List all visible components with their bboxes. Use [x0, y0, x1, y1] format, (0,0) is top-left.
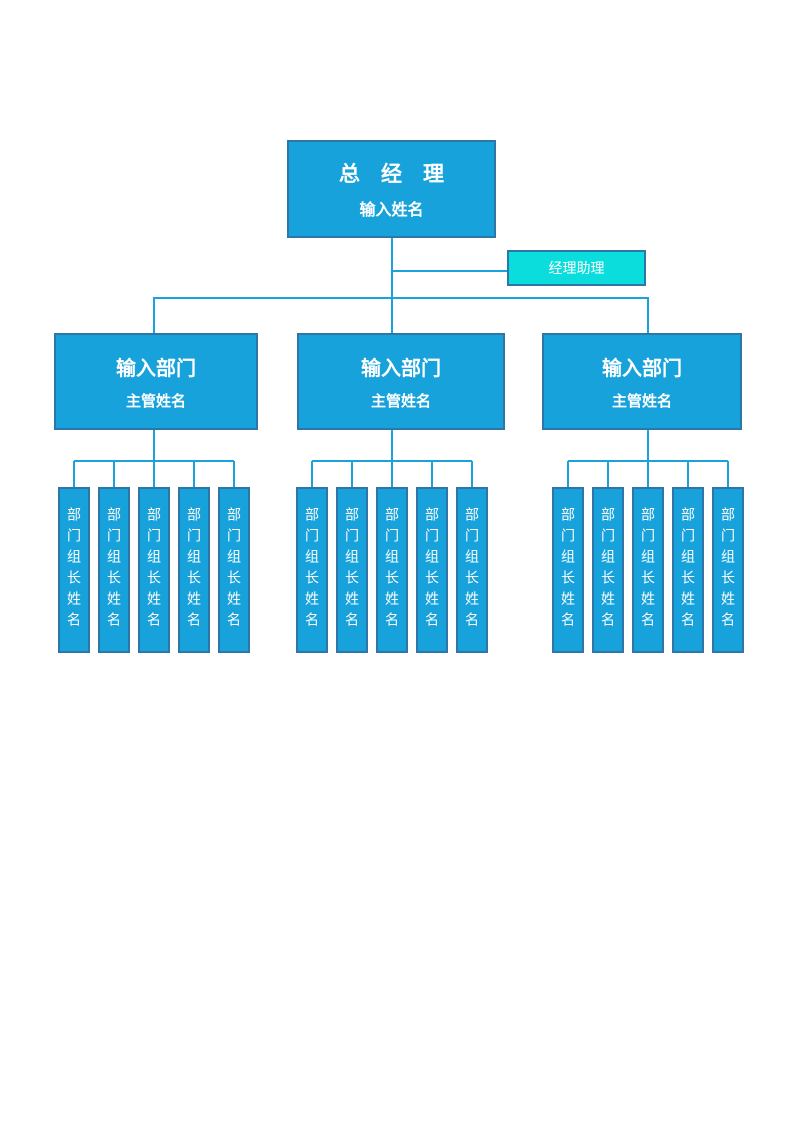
leader-label: 部门组长姓名	[384, 507, 400, 633]
leader-label: 部门组长姓名	[106, 507, 122, 633]
group2-leader-box-4[interactable]: 部门组长姓名	[416, 487, 448, 653]
group2-leader-box-5[interactable]: 部门组长姓名	[456, 487, 488, 653]
department-title: 输入部门	[361, 358, 441, 380]
group1-leader-box-1[interactable]: 部门组长姓名	[58, 487, 90, 653]
leader-label: 部门组长姓名	[464, 507, 480, 633]
department-manager-placeholder: 主管姓名	[125, 393, 186, 410]
department-manager-placeholder: 主管姓名	[611, 393, 672, 410]
general-manager-box[interactable]: 总 经 理 输入姓名	[287, 140, 496, 238]
group1-leader-box-5[interactable]: 部门组长姓名	[218, 487, 250, 653]
group2-leader-box-2[interactable]: 部门组长姓名	[336, 487, 368, 653]
leader-label: 部门组长姓名	[640, 507, 656, 633]
leader-label: 部门组长姓名	[680, 507, 696, 633]
group2-leader-box-3[interactable]: 部门组长姓名	[376, 487, 408, 653]
department-title: 输入部门	[116, 358, 196, 380]
department-box-2[interactable]: 输入部门 主管姓名	[297, 333, 505, 430]
leader-label: 部门组长姓名	[66, 507, 82, 633]
group3-leader-box-3[interactable]: 部门组长姓名	[632, 487, 664, 653]
department-box-1[interactable]: 输入部门 主管姓名	[54, 333, 258, 430]
manager-assistant-label: 经理助理	[548, 260, 605, 276]
group3-leader-box-2[interactable]: 部门组长姓名	[592, 487, 624, 653]
connector-group3	[567, 430, 729, 487]
leader-label: 部门组长姓名	[560, 507, 576, 633]
leader-label: 部门组长姓名	[720, 507, 736, 633]
leader-label: 部门组长姓名	[344, 507, 360, 633]
department-title: 输入部门	[602, 358, 682, 380]
group2-leader-box-1[interactable]: 部门组长姓名	[296, 487, 328, 653]
manager-assistant-box[interactable]: 经理助理	[507, 250, 646, 286]
group3-leader-box-1[interactable]: 部门组长姓名	[552, 487, 584, 653]
connector-group2	[311, 430, 473, 487]
group1-leader-box-2[interactable]: 部门组长姓名	[98, 487, 130, 653]
leader-label: 部门组长姓名	[304, 507, 320, 633]
department-manager-placeholder: 主管姓名	[370, 393, 431, 410]
leader-label: 部门组长姓名	[600, 507, 616, 633]
connector-level2-bus	[153, 297, 649, 333]
leader-label: 部门组长姓名	[424, 507, 440, 633]
leader-label: 部门组长姓名	[146, 507, 162, 633]
connector-trunk	[391, 238, 507, 333]
group1-leader-box-3[interactable]: 部门组长姓名	[138, 487, 170, 653]
group1-leader-box-4[interactable]: 部门组长姓名	[178, 487, 210, 653]
group3-leader-box-5[interactable]: 部门组长姓名	[712, 487, 744, 653]
general-manager-title: 总 经 理	[339, 163, 444, 186]
department-box-3[interactable]: 输入部门 主管姓名	[542, 333, 742, 430]
group3-leader-box-4[interactable]: 部门组长姓名	[672, 487, 704, 653]
general-manager-name-placeholder: 输入姓名	[359, 202, 424, 219]
leader-label: 部门组长姓名	[226, 507, 242, 633]
leader-label: 部门组长姓名	[186, 507, 202, 633]
connector-group1	[73, 430, 235, 487]
